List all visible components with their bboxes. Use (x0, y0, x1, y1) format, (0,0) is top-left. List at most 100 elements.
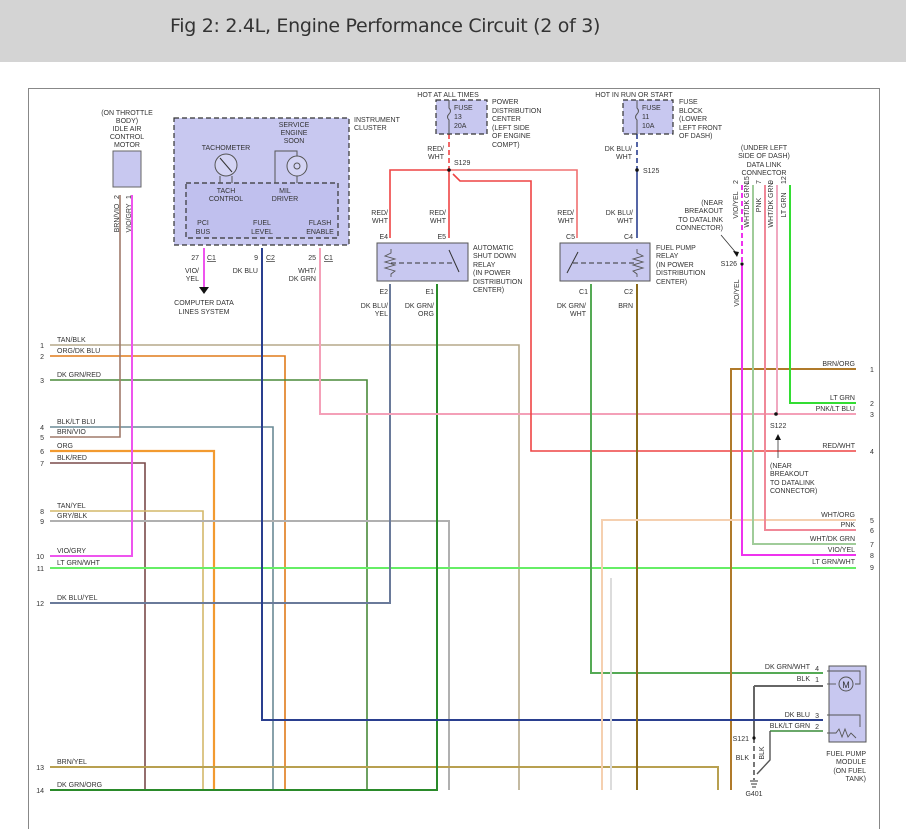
cluster-name-0: INSTRUMENT (354, 117, 401, 124)
left-pin-2-number: 2 (40, 354, 44, 361)
fpr-name-0: FUEL PUMP (656, 245, 696, 252)
cluster-inner-box (185, 182, 339, 239)
s122-note-2: TO DATALINK (770, 480, 815, 487)
left-pin-12-number: 12 (36, 601, 44, 608)
fpr-c5-wire-1: WHT (558, 218, 575, 225)
asd-e4-wire-0: RED/ (371, 210, 388, 217)
pdc-loc-5: COMPT) (492, 142, 520, 149)
iac-motor-box (112, 150, 142, 188)
splice-dot (774, 412, 778, 416)
pin-25-conn: C1 (324, 255, 333, 262)
ses-label-0: SERVICE (279, 122, 310, 129)
fpm-name-2: (ON FUEL (833, 768, 866, 775)
wire-dk-blu-fuel-level (261, 248, 754, 721)
fb-wire-1: WHT (616, 154, 633, 161)
figure-header: Fig 2: 2.4L, Engine Performance Circuit … (0, 0, 906, 62)
asd-name-4: DISTRIBUTION (473, 279, 522, 286)
fuel-level-0: FUEL (253, 220, 271, 227)
relay-switch-icon (566, 251, 579, 274)
ground-wire-blk-2: BLK (759, 746, 766, 760)
ses-label-1: ENGINE (281, 130, 308, 137)
asd-name-1: SHUT DOWN (473, 253, 516, 260)
iac-pin-1: 1 (126, 195, 133, 199)
asd-e1-wire-0: DK GRN/ (405, 303, 434, 310)
s126-note-1: BREAKOUT (684, 208, 723, 215)
dlc-pin-7: 7 (756, 180, 763, 184)
wire-vio-yel-1: YEL (186, 276, 199, 283)
asd-e5-wire-0: RED/ (429, 210, 446, 217)
iac-pin-2: 2 (114, 195, 121, 199)
splice-dot (752, 736, 756, 740)
left-pin-1-number: 1 (40, 343, 44, 350)
dlc-name-0: (UNDER LEFT (741, 145, 788, 152)
right-pin-7-number: 7 (870, 542, 874, 549)
right-pin-1-number: 1 (870, 367, 874, 374)
wire-left-4-blk-ltblu (50, 426, 274, 790)
pdc-wire-0: RED/ (427, 146, 444, 153)
iac-wire-brn-vio: BRN/VIO (114, 203, 121, 232)
fpr-pin-c2: C2 (624, 289, 633, 296)
fb-loc-2: (LOWER (679, 116, 707, 123)
asd-relay-box (376, 242, 469, 282)
asd-name-5: CENTER) (473, 287, 504, 294)
fuel-pump-module: M FUEL PUMP MODULE (ON FUEL TANK) 4 DK G… (733, 664, 867, 798)
motor-label: M (842, 680, 850, 690)
wire-vio-yel-0: VIO/ (185, 268, 199, 275)
left-pin-4-label: BLK/LT BLU (57, 419, 95, 426)
fb-loc-0: FUSE (679, 99, 698, 106)
iac-label-4: MOTOR (114, 142, 140, 149)
right-pin-2-label: LT GRN (830, 395, 855, 402)
right-pin-5-number: 5 (870, 518, 874, 525)
right-pin-3-label: PNK/LT BLU (816, 406, 855, 413)
wire-left-12-dkblu-yel (50, 284, 391, 604)
iac-motor: (ON THROTTLE BODY) IDLE AIR CONTROL MOTO… (101, 110, 153, 233)
iac-label-2: IDLE AIR (113, 126, 142, 133)
left-pin-3-label: DK GRN/RED (57, 372, 101, 379)
motor-icon (838, 676, 854, 692)
asd-name-2: RELAY (473, 262, 496, 269)
wire-wht-dkgrn-1: DK GRN (289, 276, 316, 283)
asd-pin-e5: E5 (437, 234, 446, 241)
fpr-c1-wire-0: DK GRN/ (557, 303, 586, 310)
wires-layer (50, 134, 856, 791)
pdc-loc-1: DISTRIBUTION (492, 108, 541, 115)
right-pin-9-number: 9 (870, 565, 874, 572)
left-pin-7-number: 7 (40, 461, 44, 468)
fpm-name-1: MODULE (836, 759, 866, 766)
pin-27: 27 (191, 255, 199, 262)
fpm-pin-4: 4 (815, 666, 819, 673)
left-pin-3-number: 3 (40, 378, 44, 385)
sender-resistor-icon (827, 727, 857, 739)
pdc-wire-1: WHT (428, 154, 445, 161)
s126-note-2: TO DATALINK (678, 217, 723, 224)
right-pin-6-number: 6 (870, 528, 874, 535)
wire-left-5-brn-vio (50, 195, 121, 438)
fpm-wire-4: DK GRN/WHT (765, 664, 811, 671)
wire-right-6-pnk (764, 185, 856, 531)
s122-note-1: BREAKOUT (770, 471, 809, 478)
left-pin-5-label: BRN/VIO (57, 429, 86, 436)
left-pin-1-label: TAN/BLK (57, 337, 86, 344)
fpm-pin-2: 2 (815, 724, 819, 731)
flash-enable-0: FLASH (309, 220, 332, 227)
wire-right-2-ltgrn (789, 185, 856, 404)
left-pin-8-label: TAN/YEL (57, 503, 86, 510)
dlc-pin-12: 12 (781, 176, 788, 184)
fpm-wire-1: BLK (797, 676, 811, 683)
iac-wire-vio-gry: VIO/GRY (126, 203, 133, 232)
iac-label-1: BODY) (116, 118, 138, 125)
right-pin-7-label: WHT/DK GRN (810, 536, 855, 543)
fuse-icon (447, 100, 451, 134)
diagram-frame (28, 88, 880, 829)
fuse-13-label-1: 13 (454, 114, 462, 121)
fpm-name-3: TANK) (846, 776, 866, 783)
left-pin-14-label: DK GRN/ORG (57, 782, 102, 789)
wire-wht-dkgrn-0: WHT/ (298, 268, 316, 275)
arrow-down-icon (199, 287, 209, 294)
instrument-cluster: INSTRUMENT CLUSTER TACHOMETER SERVICE EN… (173, 117, 401, 316)
left-pin-11-number: 11 (37, 566, 44, 573)
dlc-below-wire: VIO/YEL (734, 279, 741, 306)
fuse-13-label-0: FUSE (454, 105, 473, 112)
asd-pin-e4: E4 (379, 234, 388, 241)
s122-label: S122 (770, 423, 786, 430)
